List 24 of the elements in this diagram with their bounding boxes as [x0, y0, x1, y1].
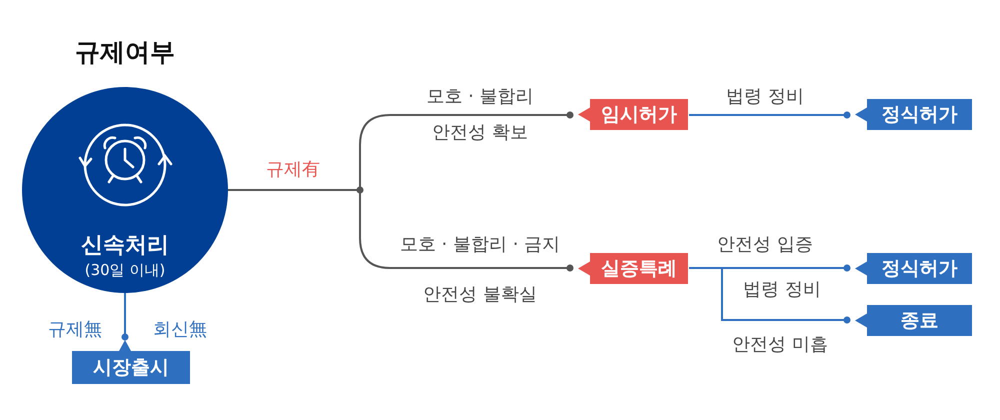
label-tag: 실증특례	[578, 253, 688, 284]
connector	[122, 293, 128, 340]
edge-label: 안전성 미흡	[732, 336, 828, 354]
label-tag: 정식허가	[855, 99, 972, 130]
note-label: 법령 정비	[743, 281, 821, 299]
edge-label: 모호 · 불합리	[426, 88, 534, 106]
edge-label: 법령 정비	[726, 88, 804, 106]
node-title: 신속처리	[81, 235, 169, 257]
note-label: 안전성 불확실	[423, 286, 537, 304]
connector	[689, 267, 850, 324]
note-label: 규제有	[266, 161, 320, 179]
edge-label: 규제無	[48, 321, 102, 339]
node-subtitle: (30일 이내)	[84, 263, 166, 278]
title: 규제여부	[75, 40, 175, 64]
edge-label: 모호 · 불합리 · 금지	[400, 236, 560, 254]
label-tag: 종료	[855, 305, 972, 336]
note-label: 안전성 확보	[432, 124, 528, 142]
label-tag: 시장출시	[72, 340, 190, 384]
note-label: 회신無	[153, 321, 207, 339]
process-circle	[22, 87, 228, 293]
label-tag: 임시허가	[578, 99, 688, 130]
edge-label: 안전성 입증	[717, 236, 813, 254]
label-tag: 정식허가	[855, 253, 972, 284]
connector	[689, 112, 850, 118]
